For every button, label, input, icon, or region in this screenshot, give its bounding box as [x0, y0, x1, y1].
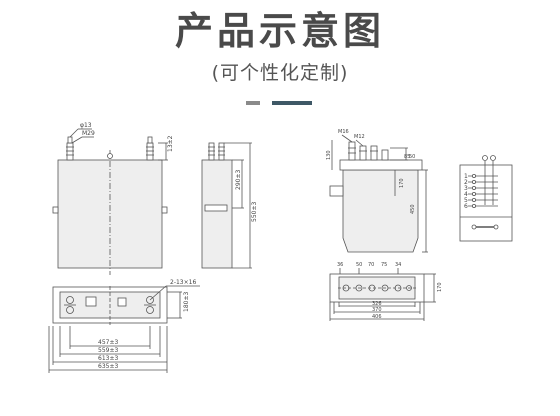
- label-559: 559±3: [98, 347, 118, 354]
- bushing-left: [66, 136, 74, 161]
- label-13pm2: 13±2: [167, 135, 174, 152]
- label-50b: 50: [356, 262, 362, 268]
- label-170: 170: [399, 178, 405, 188]
- capacitor-body-side: [201, 159, 233, 269]
- label-m12: M12: [354, 134, 365, 140]
- label-130: 130: [326, 150, 332, 160]
- terminal-4: 4: [464, 191, 468, 198]
- label-180: 180±3: [183, 292, 190, 312]
- label-450: 450: [410, 204, 416, 214]
- right-lid: [339, 159, 423, 171]
- label-457: 457±3: [98, 339, 118, 346]
- terminal-2: 2: [464, 179, 468, 186]
- bushing-right: [146, 136, 154, 161]
- side-bushing-2: [218, 142, 225, 161]
- label-326: 326: [372, 301, 382, 307]
- page-subtitle: (可个性化定制): [211, 62, 349, 84]
- side-mount-bracket: [204, 204, 228, 212]
- label-36: 36: [337, 262, 343, 268]
- schematic-frame: [459, 164, 513, 242]
- side-view: [201, 142, 252, 269]
- label-550: 550±3: [251, 202, 258, 222]
- divider-gray: [246, 101, 260, 105]
- terminal-6: 6: [464, 203, 468, 210]
- top-view: [48, 285, 200, 373]
- label-635: 635±3: [98, 363, 118, 370]
- label-34: 34: [395, 262, 401, 268]
- label-613: 613±3: [98, 355, 118, 362]
- terminal-3: 3: [464, 185, 468, 192]
- side-bushing-1: [208, 142, 215, 161]
- right-elevation: [329, 134, 428, 253]
- label-m29: M29: [82, 130, 95, 137]
- label-2-13x16: 2-13×16: [170, 279, 196, 286]
- page-title: 产品示意图: [174, 9, 385, 53]
- right-plan: [329, 268, 436, 321]
- terminal-5: 5: [464, 197, 468, 204]
- top-knob: [107, 153, 113, 159]
- label-370: 370: [372, 307, 382, 313]
- label-170b: 170: [437, 282, 443, 292]
- label-m16: M16: [338, 129, 349, 135]
- label-290: 290±3: [235, 170, 242, 190]
- label-70: 70: [368, 262, 374, 268]
- label-50: 50: [409, 154, 415, 160]
- front-view: [52, 128, 168, 275]
- terminal-1: 1: [464, 173, 468, 180]
- wiring-schematic: [459, 155, 513, 242]
- right-body: [342, 169, 419, 253]
- label-85: 85: [404, 154, 410, 160]
- divider-dark: [272, 101, 312, 105]
- label-d13: φ13: [80, 122, 92, 129]
- label-75: 75: [381, 262, 387, 268]
- label-406: 406: [372, 314, 382, 320]
